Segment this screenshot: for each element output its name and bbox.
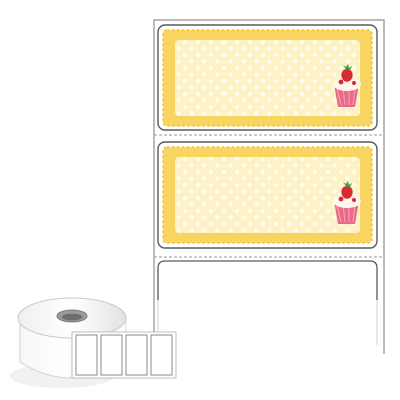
label-roll-icon bbox=[10, 297, 177, 388]
roll-label-strip bbox=[75, 334, 173, 376]
cupcake-icon bbox=[333, 181, 361, 224]
printed-label-1 bbox=[157, 24, 378, 131]
label-liner-strip bbox=[153, 19, 385, 354]
blank-label-3 bbox=[157, 260, 378, 345]
printed-label-2 bbox=[157, 141, 378, 249]
cupcake-icon bbox=[333, 64, 361, 107]
